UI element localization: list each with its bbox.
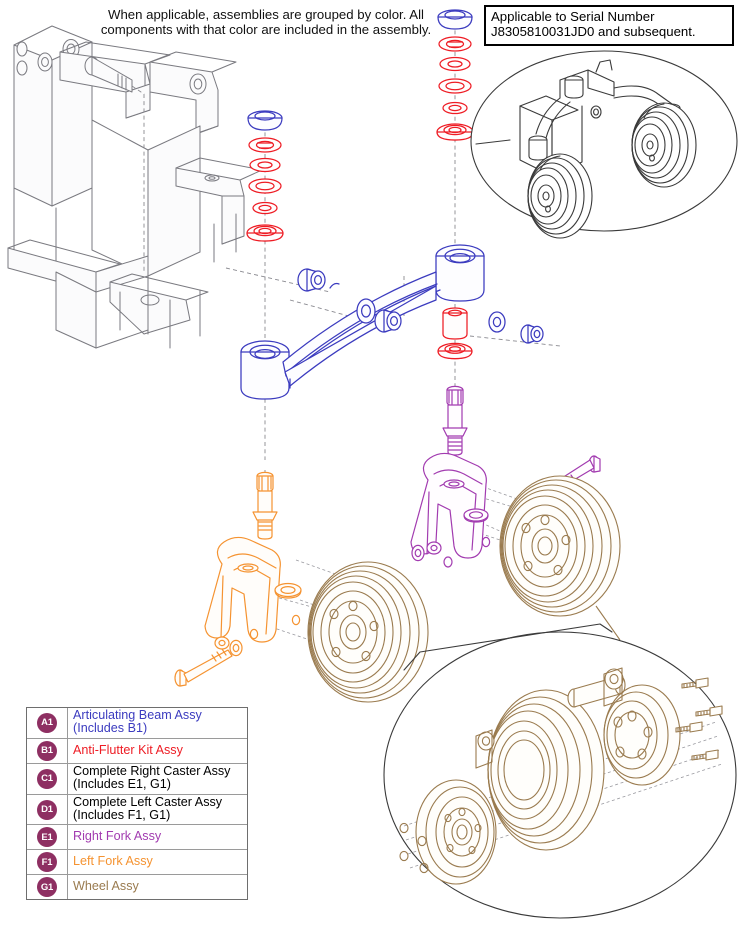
frame-bolt	[84, 56, 133, 93]
legend-row-e1: E1 Right Fork Assy	[27, 825, 247, 851]
beam-cap-left	[247, 110, 283, 131]
legend-row-c1: C1 Complete Right Caster Assy (Includes E…	[27, 763, 247, 795]
legend-badge-f1: F1	[37, 852, 57, 873]
beam-bushing-mid	[356, 298, 376, 324]
legend-code-cell: B1	[27, 738, 68, 763]
legend-label-e1: Right Fork Assy	[73, 829, 162, 844]
anti-flutter-stack-right	[436, 9, 474, 141]
beam-bushing-lower	[374, 309, 402, 333]
legend-label-g1: Wheel Assy	[73, 879, 139, 894]
left-fork-assembly	[174, 471, 373, 687]
legend-row-f1: F1 Left Fork Assy	[27, 850, 247, 876]
legend-badge-d1: D1	[37, 799, 57, 820]
assembled-caster-detail-callout	[470, 50, 738, 239]
legend-label-c1: Complete Right Caster Assy (Includes E1,…	[73, 763, 231, 792]
legend-badge-g1: G1	[37, 877, 57, 898]
legend-row-a1: A1 Articulating Beam Assy (Includes B1)	[27, 708, 247, 739]
legend-badge-e1: E1	[37, 827, 57, 848]
left-wheel-assembly	[307, 561, 429, 703]
chassis-frame-illustration	[7, 25, 263, 349]
legend-label-f1: Left Fork Assy	[73, 854, 153, 869]
articulating-beam-assembly	[240, 244, 485, 400]
bearing-right	[436, 123, 474, 141]
legend-code-cell: F1	[27, 850, 68, 875]
wheel-exploded-detail-callout	[383, 623, 737, 919]
serial-label: Applicable to Serial Number	[491, 9, 655, 24]
legend-badge-b1: B1	[37, 740, 57, 761]
legend-code-cell: D1	[27, 794, 68, 825]
legend-badge-c1: C1	[37, 768, 57, 789]
legend-row-b1: B1 Anti-Flutter Kit Assy	[27, 738, 247, 764]
serial-number-box: Applicable to Serial Number J8305810031J…	[484, 5, 734, 46]
right-wheel-assembly	[499, 475, 621, 641]
serial-value: J8305810031JD0 and subsequent.	[491, 23, 696, 39]
legend-row-d1: D1 Complete Left Caster Assy (Includes F1…	[27, 794, 247, 826]
legend-code-cell: C1	[27, 763, 68, 794]
legend-code-cell: E1	[27, 825, 68, 850]
anti-flutter-stack-left	[246, 110, 284, 242]
left-fork-axle-bolt	[174, 648, 233, 687]
bearing-left	[246, 224, 284, 242]
legend-label-b1: Anti-Flutter Kit Assy	[73, 742, 183, 757]
legend-badge-a1: A1	[37, 712, 57, 733]
legend-label-d1: Complete Left Caster Assy (Includes F1, …	[73, 794, 223, 823]
legend-label-a1: Articulating Beam Assy (Includes B1)	[73, 708, 202, 736]
legend-row-g1: G1 Wheel Assy	[27, 875, 247, 900]
right-fork-spacer-stack	[437, 307, 473, 360]
beam-bushing-upper	[297, 268, 326, 292]
color-grouping-note: When applicable, assemblies are grouped …	[100, 7, 432, 37]
legend-code-cell: A1	[27, 708, 68, 738]
legend-code-cell: G1	[27, 875, 68, 900]
beam-right-washers	[488, 311, 544, 344]
beam-cap-right	[437, 9, 473, 30]
